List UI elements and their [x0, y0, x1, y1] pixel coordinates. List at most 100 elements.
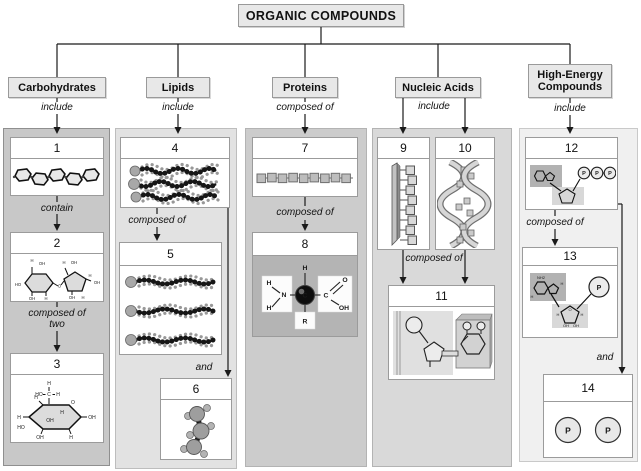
sugar-pentagon [423, 341, 445, 362]
category-label: Proteins [282, 81, 327, 94]
atom-label: H [88, 273, 91, 278]
root-label: ORGANIC COMPOUNDS [245, 8, 397, 23]
glycerol-image [161, 400, 231, 459]
atom-label: C [47, 392, 51, 398]
relation-composed-of-two: composed of two [28, 308, 86, 330]
node-number: 8 [253, 233, 357, 256]
atom-label: H [47, 381, 51, 387]
atom-label: NH2 [537, 275, 546, 280]
node-box-8: 8 H N [252, 232, 358, 337]
atom-label: O [58, 283, 62, 288]
amino-acid-icon: H N H H C R C O OH [261, 265, 353, 330]
atom-label: P [597, 285, 602, 292]
amino-acid-image: H N H H C R C O OH [253, 256, 357, 336]
atom-label: H [581, 312, 584, 317]
amp-icon: NH2 H H O H H OH OH P [530, 273, 610, 328]
node-number: 12 [526, 138, 617, 159]
atom-label: C [324, 293, 329, 300]
node-number: 5 [120, 243, 221, 266]
atom-label: P [565, 425, 571, 435]
atom-label: H [69, 435, 73, 441]
glycerol-icon [180, 403, 215, 458]
category-box-carbohydrates: Carbohydrates [8, 77, 106, 98]
node-box-12: 12 P P [525, 137, 618, 210]
atom-label: H [62, 260, 65, 265]
node-box-3: 3 H HO C H O H HO [10, 353, 104, 443]
triglyceride-image [121, 159, 229, 207]
atom-label: H [34, 395, 38, 401]
polypeptide-chain-icon [256, 172, 353, 183]
atom-label: OH [88, 415, 96, 421]
atom-label: H [267, 305, 272, 312]
relation-and-high-energy: and [596, 352, 614, 363]
node-box-2: 2 O H OH HO OH H H [10, 232, 104, 302]
atom-label: H [557, 312, 560, 317]
node-box-4: 4 [120, 137, 230, 208]
fatty-acids-image [120, 266, 221, 354]
phosphate-groups-icon: P P [554, 416, 622, 443]
atom-label: HO [15, 282, 22, 287]
atom-label: HO [35, 392, 43, 398]
atom-label: P [605, 425, 611, 435]
atom-label: H [56, 392, 60, 398]
category-label: Nucleic Acids [402, 81, 474, 94]
node-number: 10 [436, 138, 494, 159]
node-number: 14 [544, 375, 632, 402]
rna-image [378, 159, 429, 249]
relation-composed-of-proteins: composed of [276, 102, 334, 113]
node-number: 13 [523, 248, 617, 266]
atom-label: H [30, 258, 33, 263]
atom-label: O [71, 400, 75, 406]
atom-label: HO [17, 425, 25, 431]
rna-strand-icon [391, 162, 417, 246]
node-number: 1 [11, 138, 103, 159]
polypeptide-image [253, 159, 357, 196]
relation-and-lipids: and [195, 362, 213, 373]
category-label: Carbohydrates [18, 81, 96, 94]
node-number: 11 [389, 286, 494, 307]
atom-label: OH [36, 435, 44, 441]
node-box-10: 10 [435, 137, 495, 250]
amp-image: NH2 H H O H H OH OH P [523, 266, 617, 337]
atom-label: H [81, 295, 84, 300]
atom-label: OH [46, 418, 54, 424]
atom-label: OH [573, 323, 579, 328]
atom-label: OH [39, 261, 45, 266]
phosphate-circle [554, 416, 582, 443]
atom-label: H [17, 415, 21, 421]
fatty-acid-chains-icon [124, 274, 217, 348]
category-label: High-Energy Compounds [537, 69, 603, 93]
atom-label: O [342, 277, 347, 284]
atom-label: R [303, 319, 308, 326]
category-box-lipids: Lipids [146, 77, 210, 98]
atom-label: P [582, 171, 586, 177]
node-box-14: 14 P P [543, 374, 633, 458]
root-node-organic-compounds: ORGANIC COMPOUNDS [238, 4, 404, 27]
node-number: 3 [11, 354, 103, 375]
atom-label: P [608, 171, 612, 177]
atom-label: H [303, 265, 308, 272]
node-box-13: 13 NH2 H H O H H [522, 247, 618, 338]
node-number: 2 [11, 233, 103, 254]
relation-composed-of-lipids: composed of [128, 215, 186, 226]
node-box-11: 11 [388, 285, 495, 380]
relation-include-carbohydrates: include [41, 102, 73, 113]
atom-label: H [267, 280, 272, 287]
polysaccharide-icon [12, 168, 100, 186]
phosphate-circle [405, 316, 423, 334]
atom-label: OH [71, 260, 77, 265]
nucleotide-icon [393, 311, 493, 375]
phosphate-circle [603, 166, 616, 180]
atom-label: H [60, 410, 64, 416]
node-number: 9 [378, 138, 429, 159]
disaccharide-image: O H OH HO OH H H OH OH H H OH [11, 254, 103, 301]
atom-label: OH [94, 280, 100, 285]
atom-label: OH [29, 296, 35, 301]
atom-label: O [568, 307, 571, 312]
node-box-1: 1 [10, 137, 104, 196]
triglyceride-icon [128, 162, 222, 205]
category-box-high-energy: High-Energy Compounds [528, 64, 612, 98]
dna-image [436, 159, 494, 249]
node-box-5: 5 [119, 242, 222, 355]
